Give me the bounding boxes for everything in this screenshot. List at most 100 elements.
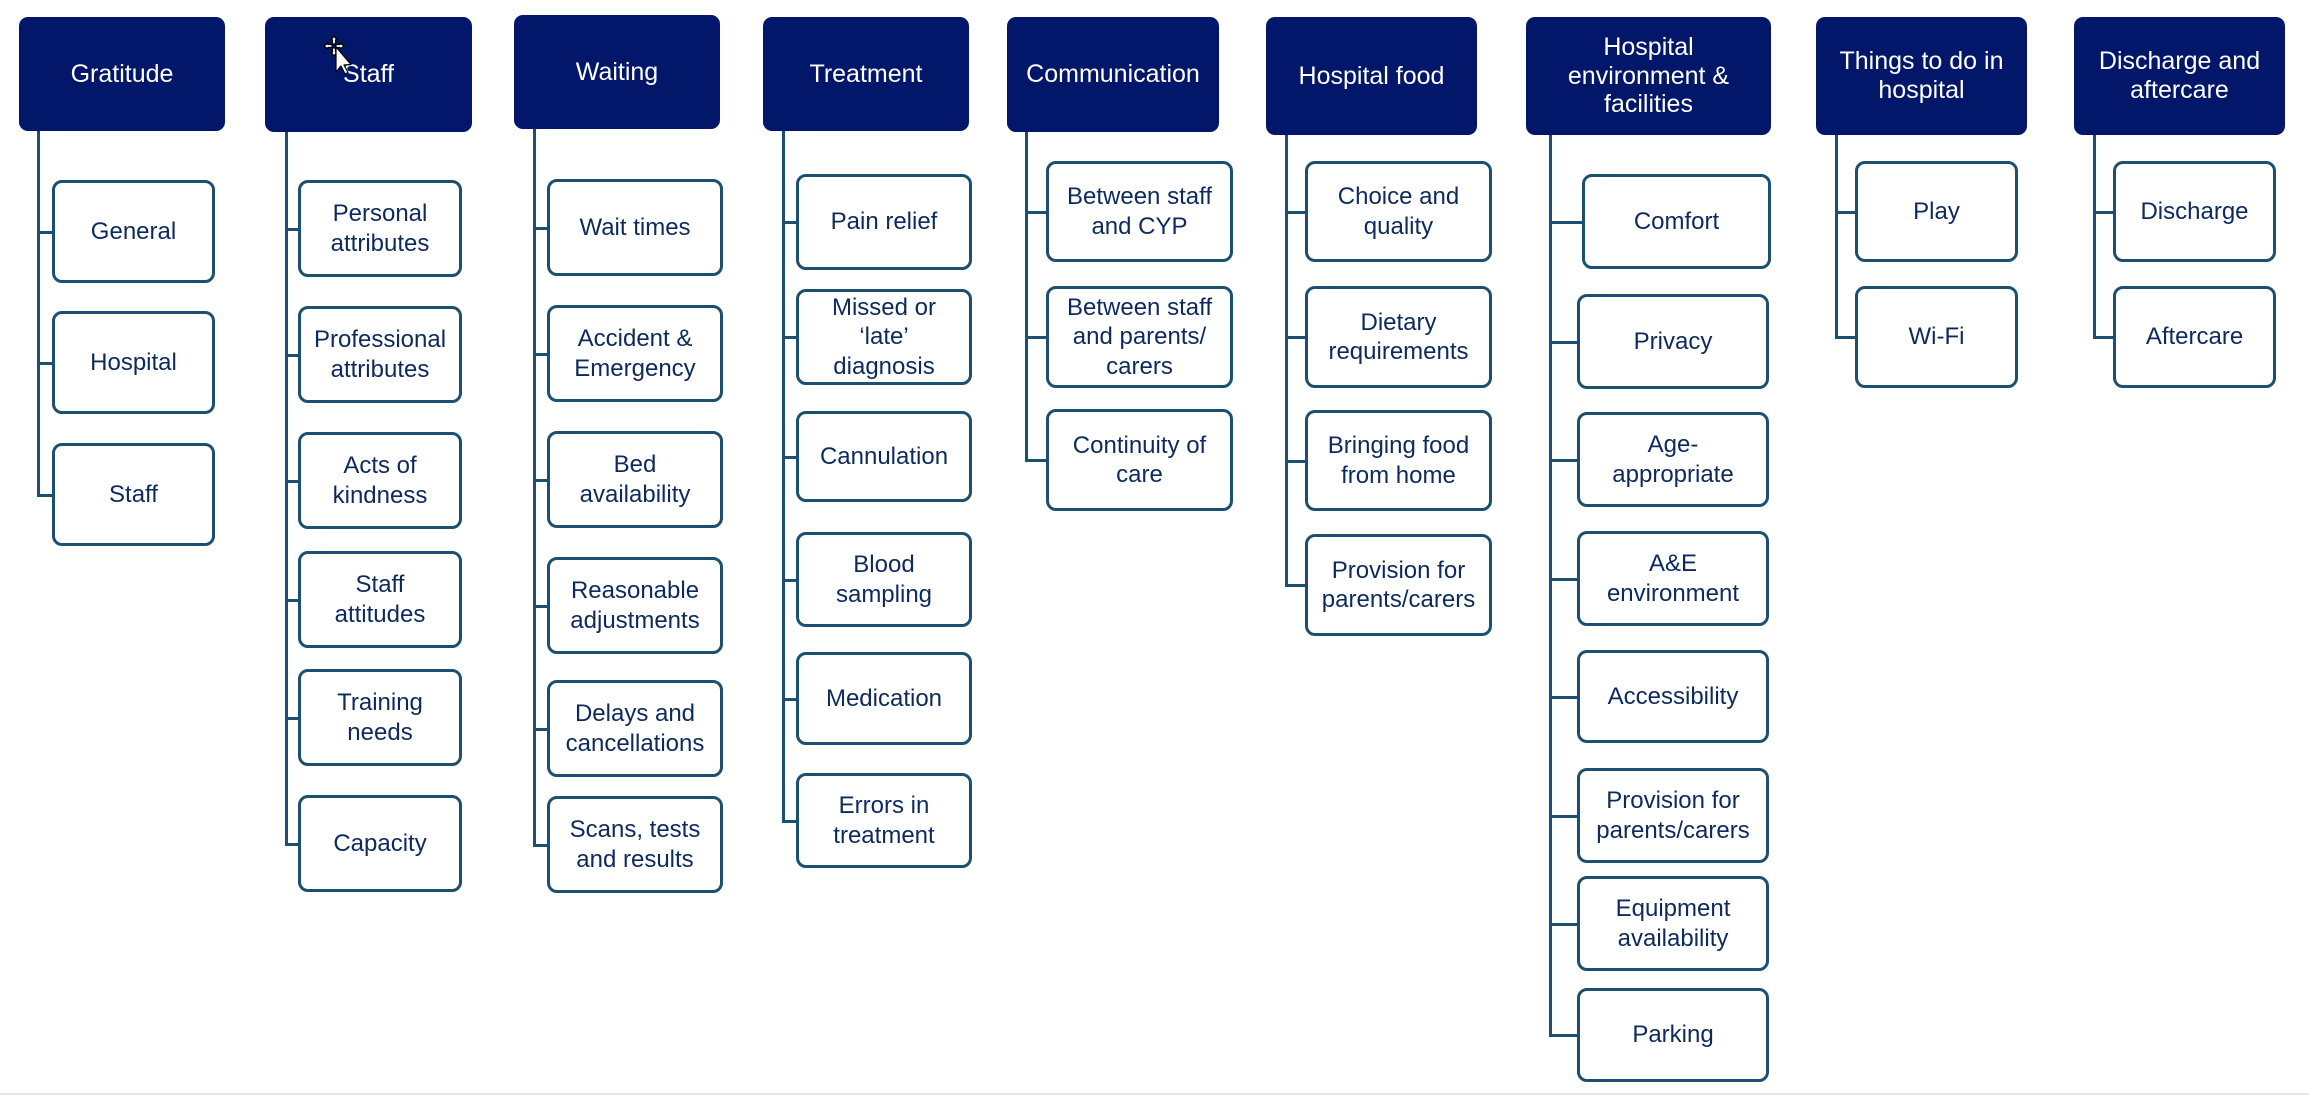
- subcategory-box-staff[interactable]: Staff: [52, 443, 215, 546]
- connector-branch: [37, 361, 53, 365]
- subcategory-box-cannulation[interactable]: Cannulation: [796, 411, 972, 502]
- subcategory-box-missed-or-late-diagnosis[interactable]: Missed or ‘late’ diagnosis: [796, 289, 972, 385]
- connector-branch: [1549, 1034, 1578, 1037]
- subcategory-box-staff-attitudes[interactable]: Staff attitudes: [298, 551, 462, 648]
- subcategory-box-age-appropriate[interactable]: Age- appropriate: [1577, 412, 1769, 507]
- connector-branch: [1549, 814, 1578, 818]
- subcategory-box-continuity-of-care[interactable]: Continuity of care: [1046, 409, 1233, 511]
- connector-branch: [1549, 922, 1578, 926]
- subcategory-box-capacity[interactable]: Capacity: [298, 795, 462, 892]
- category-header-treatment[interactable]: Treatment: [763, 17, 969, 131]
- connector-branch: [285, 716, 299, 720]
- connector-branch: [533, 352, 548, 356]
- connector-branch: [1549, 577, 1578, 581]
- subcategory-box-personal-attributes[interactable]: Personal attributes: [298, 180, 462, 277]
- connector-branch: [2093, 336, 2114, 339]
- connector-branch: [1285, 336, 1306, 339]
- subcategory-box-hospital[interactable]: Hospital: [52, 311, 215, 414]
- connector-spine: [782, 131, 785, 823]
- subcategory-box-bringing-food-from-home[interactable]: Bringing food from home: [1305, 410, 1492, 511]
- connector-branch: [1285, 459, 1306, 463]
- subcategory-box-accident-emergency[interactable]: Accident & Emergency: [547, 305, 723, 402]
- subcategory-box-privacy[interactable]: Privacy: [1577, 294, 1769, 389]
- connector-spine: [1835, 135, 1838, 339]
- subcategory-box-comfort[interactable]: Comfort: [1582, 174, 1771, 269]
- subcategory-box-scans-tests-and-results[interactable]: Scans, tests and results: [547, 796, 723, 893]
- connector-branch: [1285, 210, 1306, 214]
- subcategory-box-wi-fi[interactable]: Wi-Fi: [1855, 286, 2018, 388]
- category-header-things-to-do-in-hospital[interactable]: Things to do in hospital: [1816, 17, 2027, 135]
- connector-spine: [37, 131, 40, 497]
- connector-branch: [1025, 336, 1047, 339]
- connector-branch: [1549, 220, 1583, 224]
- subcategory-box-discharge[interactable]: Discharge: [2113, 161, 2276, 262]
- subcategory-box-blood-sampling[interactable]: Blood sampling: [796, 532, 972, 627]
- connector-spine: [1025, 132, 1028, 462]
- subcategory-box-medication[interactable]: Medication: [796, 652, 972, 745]
- connector-branch: [533, 604, 548, 608]
- connector-spine: [1549, 135, 1552, 1037]
- subcategory-box-errors-in-treatment[interactable]: Errors in treatment: [796, 773, 972, 868]
- connector-branch: [782, 221, 797, 224]
- connector-branch: [533, 478, 548, 482]
- subcategory-box-between-staff-and-parents-carers[interactable]: Between staff and parents/ carers: [1046, 286, 1233, 388]
- connector-spine: [2093, 135, 2096, 339]
- subcategory-box-play[interactable]: Play: [1855, 161, 2018, 262]
- category-header-staff[interactable]: Staff: [265, 17, 472, 132]
- subcategory-box-reasonable-adjustments[interactable]: Reasonable adjustments: [547, 557, 723, 654]
- subcategory-box-delays-and-cancellations[interactable]: Delays and cancellations: [547, 680, 723, 777]
- connector-branch: [782, 697, 797, 701]
- category-header-communication[interactable]: Communication: [1007, 17, 1219, 132]
- connector-branch: [782, 819, 797, 823]
- connector-branch: [1549, 695, 1578, 699]
- connector-branch: [1285, 584, 1306, 587]
- connector-branch: [1025, 210, 1047, 214]
- subcategory-box-provision-for-parents-carers[interactable]: Provision for parents/carers: [1577, 768, 1769, 863]
- subcategory-box-pain-relief[interactable]: Pain relief: [796, 174, 972, 270]
- connector-branch: [285, 353, 299, 357]
- connector-branch: [1549, 458, 1578, 462]
- subcategory-box-general[interactable]: General: [52, 180, 215, 283]
- category-header-waiting[interactable]: Waiting: [514, 15, 720, 129]
- subcategory-box-choice-and-quality[interactable]: Choice and quality: [1305, 161, 1492, 262]
- connector-spine: [1285, 135, 1288, 587]
- connector-branch: [533, 226, 548, 230]
- subcategory-box-professional-attributes[interactable]: Professional attributes: [298, 306, 462, 403]
- subcategory-box-equipment-availability[interactable]: Equipment availability: [1577, 876, 1769, 971]
- connector-spine: [533, 129, 536, 847]
- category-header-hospital-food[interactable]: Hospital food: [1266, 17, 1477, 135]
- subcategory-box-parking[interactable]: Parking: [1577, 988, 1769, 1082]
- connector-branch: [285, 842, 299, 846]
- category-header-hospital-environment-facilities[interactable]: Hospital environment & facilities: [1526, 17, 1771, 135]
- connector-branch: [782, 578, 797, 582]
- subcategory-box-wait-times[interactable]: Wait times: [547, 179, 723, 276]
- connector-branch: [37, 230, 53, 234]
- category-header-discharge-and-aftercare[interactable]: Discharge and aftercare: [2074, 17, 2285, 135]
- category-header-gratitude[interactable]: Gratitude: [19, 17, 225, 131]
- connector-branch: [1549, 340, 1578, 344]
- connector-branch: [37, 493, 53, 497]
- connector-branch: [782, 336, 797, 339]
- connector-branch: [533, 843, 548, 847]
- subcategory-box-acts-of-kindness[interactable]: Acts of kindness: [298, 432, 462, 529]
- subcategory-box-aftercare[interactable]: Aftercare: [2113, 286, 2276, 388]
- connector-branch: [1025, 459, 1047, 462]
- subcategory-box-a-e-environment[interactable]: A&E environment: [1577, 531, 1769, 626]
- connector-branch: [1835, 336, 1856, 339]
- connector-branch: [782, 455, 797, 459]
- connector-branch: [285, 479, 299, 483]
- subcategory-box-training-needs[interactable]: Training needs: [298, 669, 462, 766]
- subcategory-box-bed-availability[interactable]: Bed availability: [547, 431, 723, 528]
- subcategory-box-provision-for-parents-carers[interactable]: Provision for parents/carers: [1305, 534, 1492, 636]
- connector-branch: [285, 227, 299, 231]
- subcategory-box-between-staff-and-cyp[interactable]: Between staff and CYP: [1046, 161, 1233, 262]
- slide-bottom-edge: [0, 1093, 2309, 1095]
- subcategory-box-dietary-requirements[interactable]: Dietary requirements: [1305, 286, 1492, 388]
- connector-branch: [2093, 210, 2114, 214]
- connector-branch: [1835, 210, 1856, 214]
- connector-branch: [533, 727, 548, 731]
- connector-branch: [285, 598, 299, 602]
- connector-spine: [285, 132, 288, 846]
- subcategory-box-accessibility[interactable]: Accessibility: [1577, 650, 1769, 743]
